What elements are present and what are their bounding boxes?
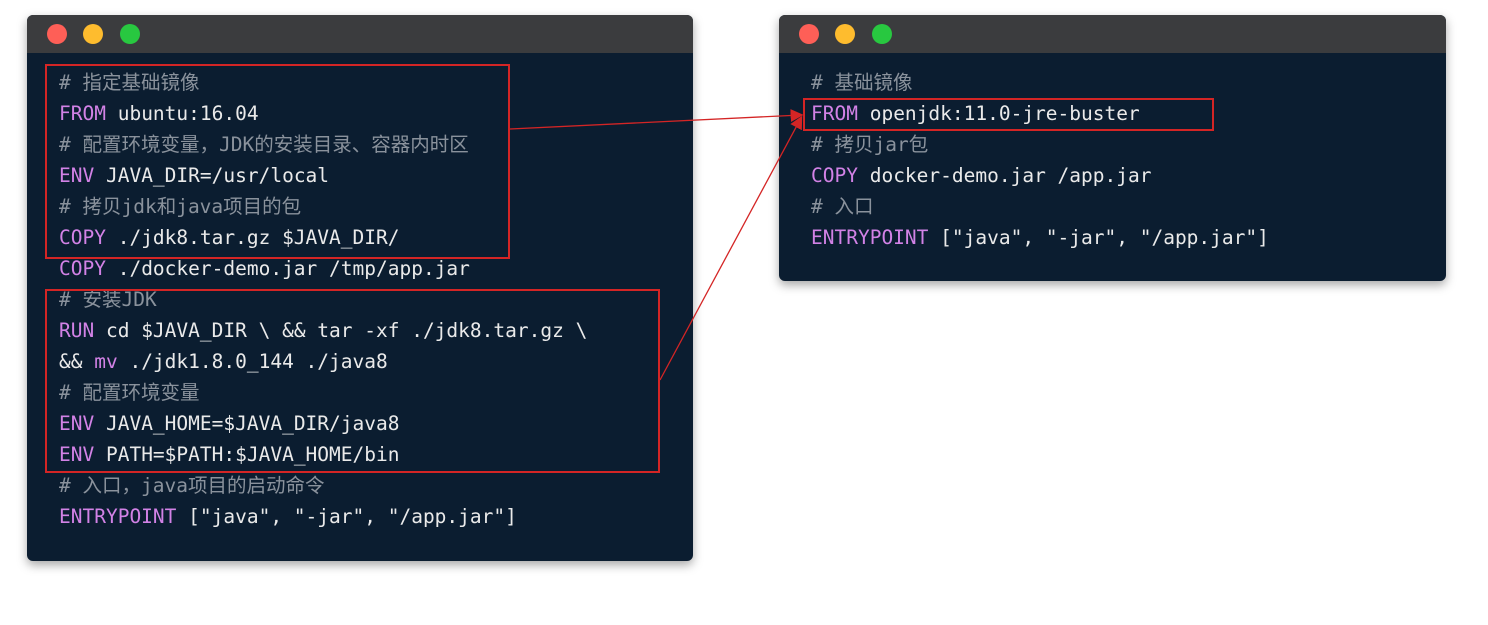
code-comment: # 安装JDK <box>59 288 157 311</box>
code-text: PATH=$PATH:$JAVA_HOME/bin <box>94 443 400 466</box>
code-comment: # 拷贝jar包 <box>811 133 929 156</box>
maximize-window-button[interactable] <box>872 24 892 44</box>
code-text: JAVA_HOME=$JAVA_DIR/java8 <box>94 412 400 435</box>
code-block-right: # 基础镜像 FROM openjdk:11.0-jre-buster # 拷贝ja… <box>811 67 1269 253</box>
code-keyword: mv <box>94 350 118 373</box>
code-text: ubuntu:16.04 <box>105 102 259 125</box>
code-text: ["java", "-jar", "/app.jar"] <box>928 226 1269 249</box>
code-line: ENV PATH=$PATH:$JAVA_HOME/bin <box>59 439 587 470</box>
code-line: # 拷贝jar包 <box>811 129 1269 160</box>
code-text: cd $JAVA_DIR \ && tar -xf ./jdk8.tar.gz … <box>94 319 588 342</box>
code-text: ./docker-demo.jar /tmp/app.jar <box>105 257 470 280</box>
code-line: FROM openjdk:11.0-jre-buster <box>811 98 1269 129</box>
code-comment: # 指定基础镜像 <box>59 71 200 94</box>
code-line: # 基础镜像 <box>811 67 1269 98</box>
code-line: COPY ./docker-demo.jar /tmp/app.jar <box>59 253 587 284</box>
code-text: && <box>59 350 95 373</box>
code-line: RUN cd $JAVA_DIR \ && tar -xf ./jdk8.tar… <box>59 315 587 346</box>
close-window-button[interactable] <box>47 24 67 44</box>
code-comment: # 入口 <box>811 195 874 218</box>
window-titlebar <box>27 15 693 53</box>
highlight-box-base-setup <box>45 64 510 259</box>
dockerfile-window-left: # 指定基础镜像 FROM ubuntu:16.04 # 配置环境变量，JDK的安装… <box>27 15 693 561</box>
code-keyword: ENV <box>59 164 95 187</box>
code-line: # 入口 <box>811 191 1269 222</box>
code-keyword: ENTRYPOINT <box>811 226 929 249</box>
code-comment: # 配置环境变量，JDK的安装目录、容器内时区 <box>59 133 469 156</box>
code-line: # 拷贝jdk和java项目的包 <box>59 191 587 222</box>
code-line: ENTRYPOINT ["java", "-jar", "/app.jar"] <box>59 501 587 532</box>
code-line: ENV JAVA_HOME=$JAVA_DIR/java8 <box>59 408 587 439</box>
maximize-window-button[interactable] <box>120 24 140 44</box>
code-line: && mv ./jdk1.8.0_144 ./java8 <box>59 346 587 377</box>
code-keyword: COPY <box>59 226 106 249</box>
code-keyword: ENTRYPOINT <box>59 505 177 528</box>
code-line: # 入口，java项目的启动命令 <box>59 470 587 501</box>
code-line: # 安装JDK <box>59 284 587 315</box>
code-text: ["java", "-jar", "/app.jar"] <box>176 505 517 528</box>
window-titlebar <box>779 15 1446 53</box>
code-line: ENV JAVA_DIR=/usr/local <box>59 160 587 191</box>
minimize-window-button[interactable] <box>83 24 103 44</box>
code-line: COPY ./jdk8.tar.gz $JAVA_DIR/ <box>59 222 587 253</box>
code-text: openjdk:11.0-jre-buster <box>857 102 1140 125</box>
code-line: FROM ubuntu:16.04 <box>59 98 587 129</box>
code-line: # 配置环境变量 <box>59 377 587 408</box>
code-comment: # 拷贝jdk和java项目的包 <box>59 195 302 218</box>
code-keyword: FROM <box>811 102 858 125</box>
code-line: ENTRYPOINT ["java", "-jar", "/app.jar"] <box>811 222 1269 253</box>
dockerfile-window-right: # 基础镜像 FROM openjdk:11.0-jre-buster # 拷贝ja… <box>779 15 1446 281</box>
code-comment: # 基础镜像 <box>811 71 913 94</box>
code-text: ./jdk8.tar.gz $JAVA_DIR/ <box>105 226 400 249</box>
code-line: COPY docker-demo.jar /app.jar <box>811 160 1269 191</box>
minimize-window-button[interactable] <box>835 24 855 44</box>
code-block-left: # 指定基础镜像 FROM ubuntu:16.04 # 配置环境变量，JDK的安装… <box>59 67 587 532</box>
code-comment: # 入口，java项目的启动命令 <box>59 474 325 497</box>
code-line: # 配置环境变量，JDK的安装目录、容器内时区 <box>59 129 587 160</box>
code-text: JAVA_DIR=/usr/local <box>94 164 330 187</box>
code-keyword: COPY <box>811 164 858 187</box>
code-text: ./jdk1.8.0_144 ./java8 <box>117 350 388 373</box>
highlight-box-jdk-install <box>45 289 660 473</box>
code-keyword: ENV <box>59 412 95 435</box>
code-line: # 指定基础镜像 <box>59 67 587 98</box>
code-text: docker-demo.jar /app.jar <box>857 164 1152 187</box>
code-comment: # 配置环境变量 <box>59 381 200 404</box>
code-keyword: FROM <box>59 102 106 125</box>
code-keyword: RUN <box>59 319 95 342</box>
code-keyword: ENV <box>59 443 95 466</box>
close-window-button[interactable] <box>799 24 819 44</box>
highlight-box-openjdk-from <box>803 98 1214 131</box>
code-keyword: COPY <box>59 257 106 280</box>
